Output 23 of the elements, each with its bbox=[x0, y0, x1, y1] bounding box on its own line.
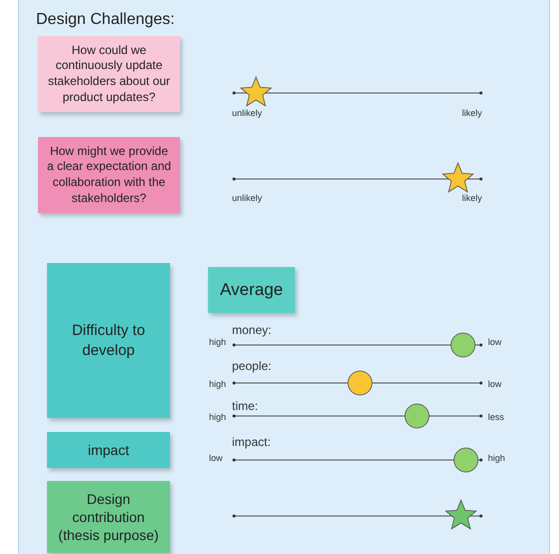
scale-end-label: likely bbox=[462, 193, 482, 203]
scale-end-label: high bbox=[209, 379, 226, 389]
scale-title: impact: bbox=[232, 435, 271, 449]
scale-end-label: likely bbox=[462, 108, 482, 118]
title: Design Challenges: bbox=[36, 11, 175, 29]
scale-title: people: bbox=[232, 359, 272, 373]
sticky-note: Design contribution (thesis purpose) bbox=[47, 481, 170, 553]
sticky-note: Average bbox=[208, 267, 295, 313]
sticky-note: Difficulty to develop bbox=[47, 263, 170, 418]
sticky-note: How could we continuously update stakeholders about our product updates? bbox=[38, 36, 180, 112]
scale-end-label: low bbox=[209, 453, 223, 463]
sticky-note: impact bbox=[47, 432, 170, 468]
scale-end-label: unlikely bbox=[232, 193, 262, 203]
scale-end-label: high bbox=[488, 453, 506, 463]
scale-end-label: low bbox=[488, 337, 502, 347]
scale-end-label: low bbox=[488, 379, 502, 389]
scale-end-label: less bbox=[488, 412, 504, 422]
scale-title: time: bbox=[232, 399, 258, 413]
scale-end-label: high bbox=[209, 337, 226, 347]
sticky-note: How might we provide a clear expectation and collaboration with the stakeholders? bbox=[38, 137, 180, 213]
scale-end-label: unlikely bbox=[232, 108, 262, 118]
scale-end-label: high bbox=[209, 412, 226, 422]
scale-title: money: bbox=[232, 323, 272, 337]
